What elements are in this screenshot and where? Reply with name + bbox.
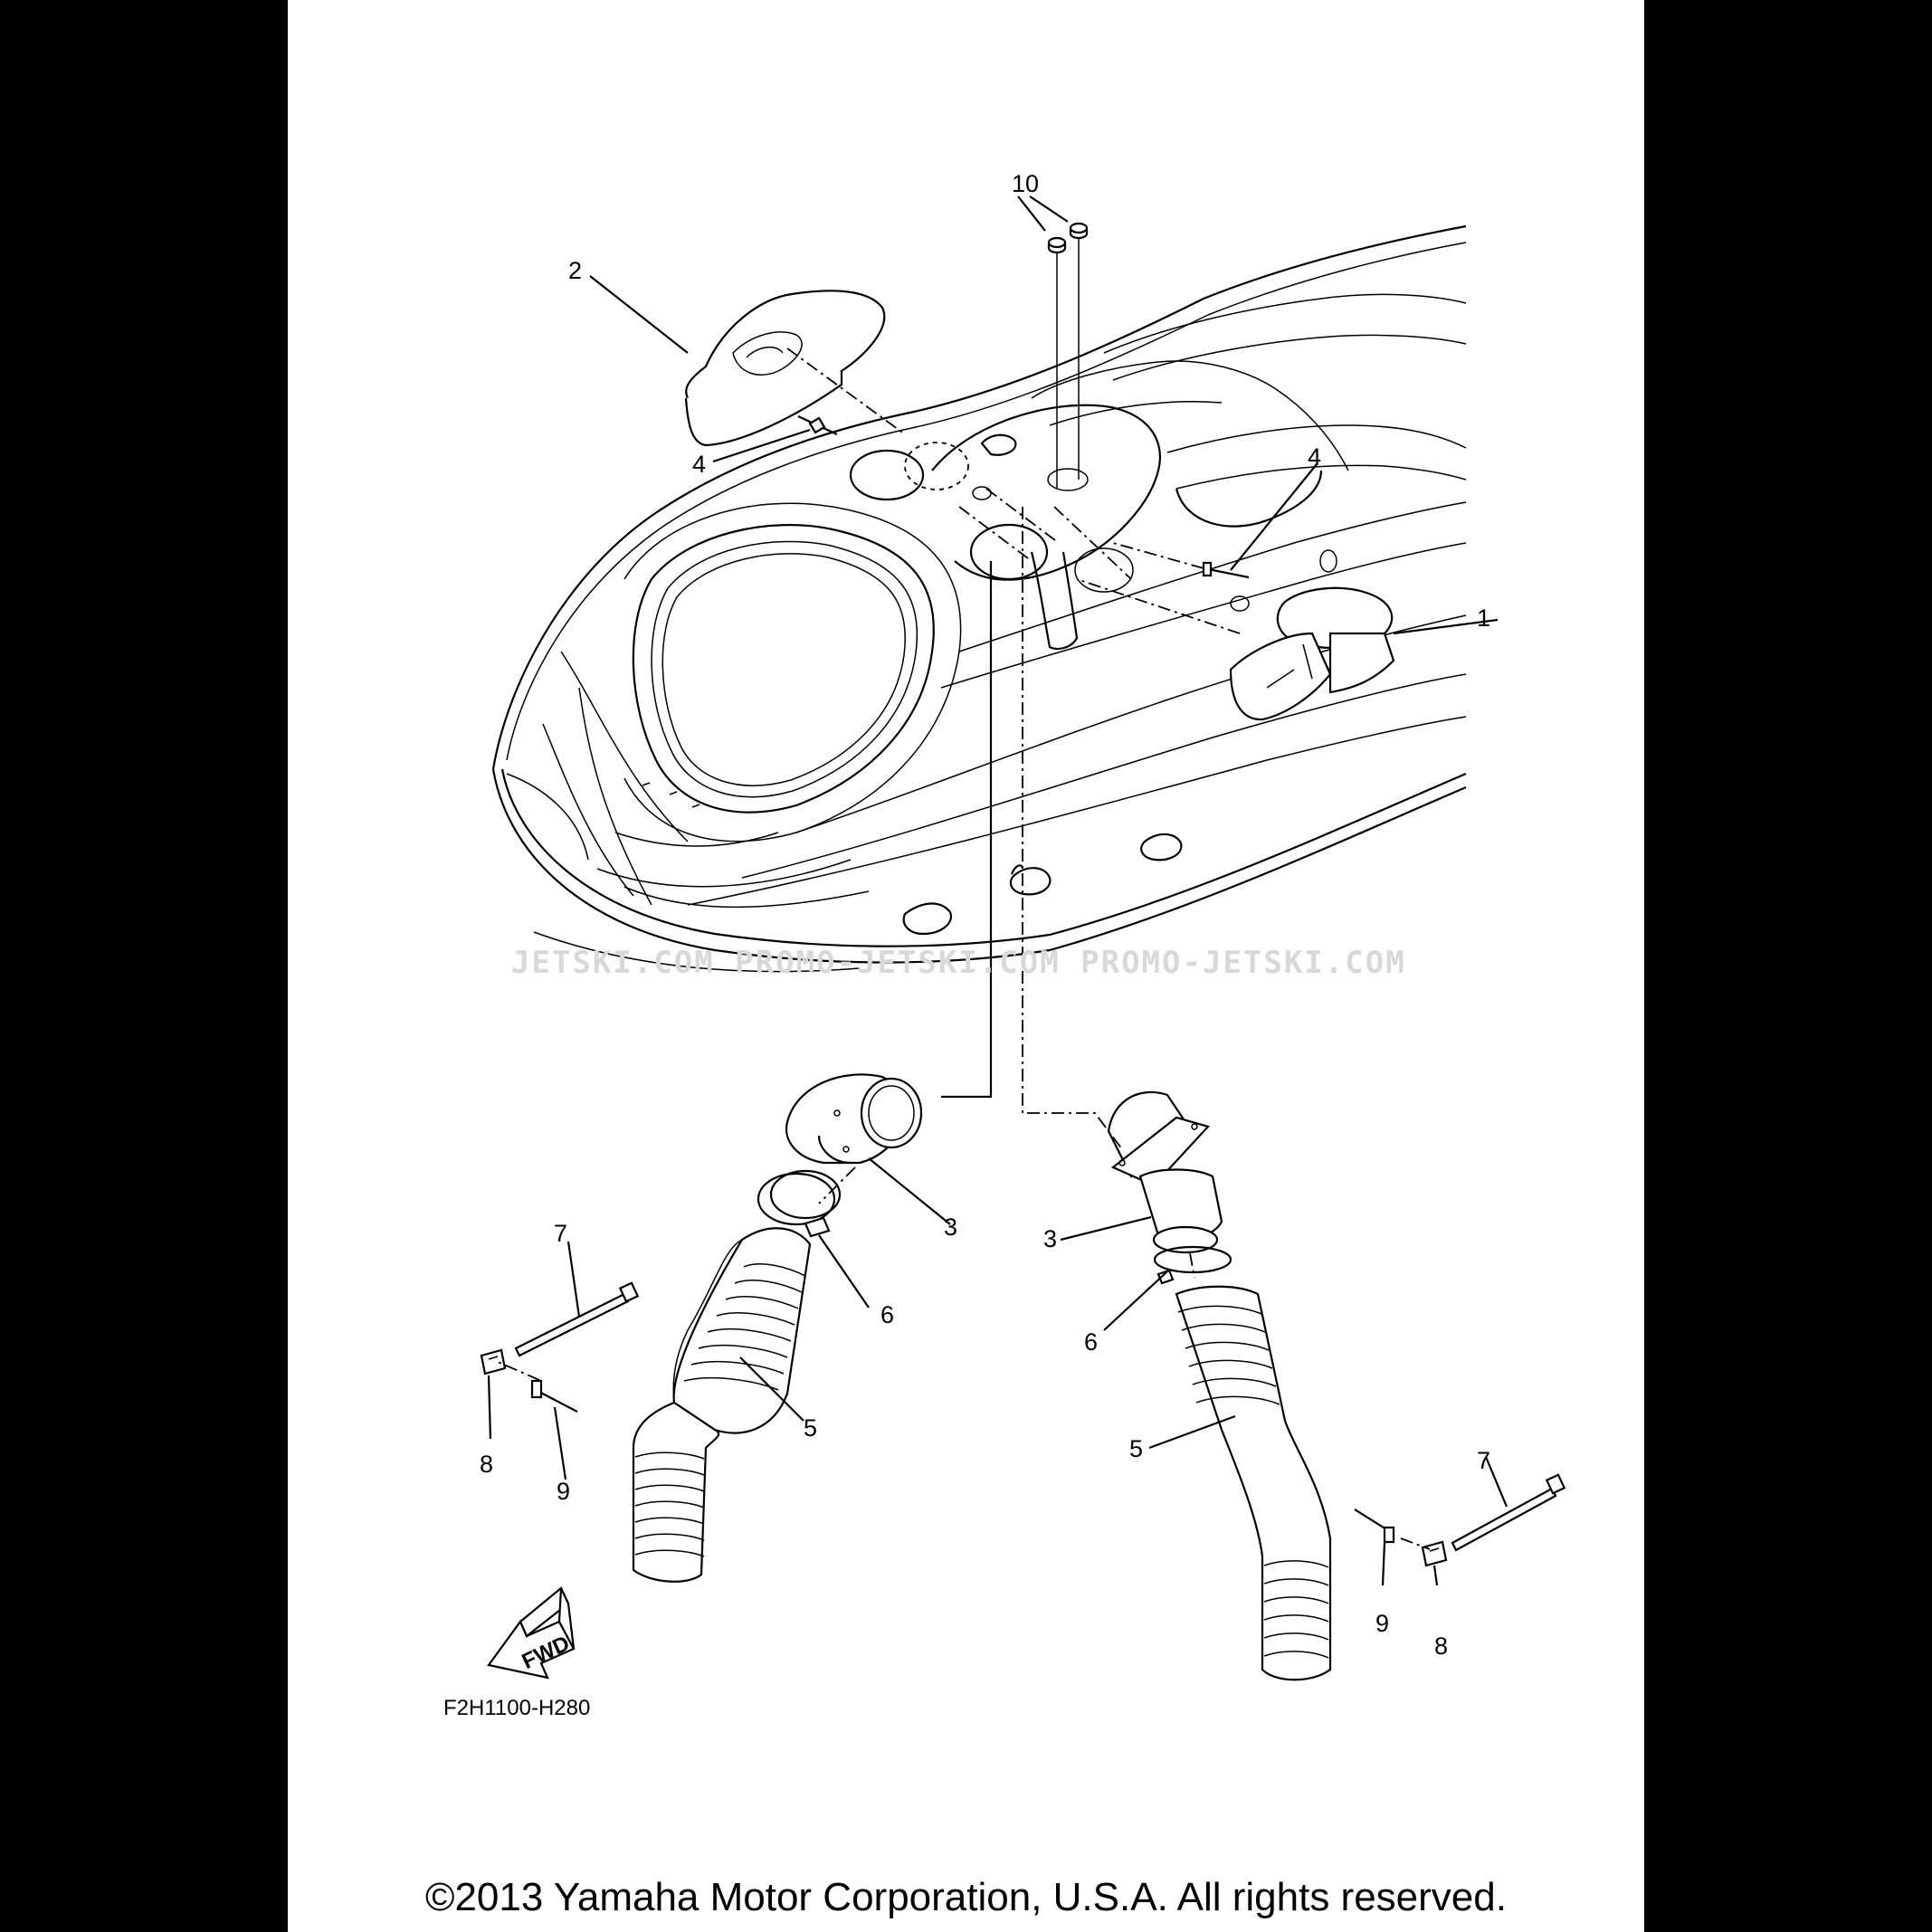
part-7-cable-tie-left [514,1281,640,1357]
part-5-hose-right [1175,1285,1332,1681]
callout-10: 10 [1012,170,1039,197]
part-5-hose-left [632,1227,812,1583]
callout-7-left: 7 [554,1220,567,1247]
part-9-rivet-left [530,1379,578,1413]
callout-6-left: 6 [880,1301,894,1328]
parts-sheet [288,0,1644,1932]
callout-2: 2 [568,257,582,284]
assembly-lines [497,347,1431,1550]
callout-numbers: 1 2 10 4 4 3 3 6 6 5 5 7 7 8 8 9 9 [480,170,1490,1660]
callout-4-left: 4 [692,451,706,478]
callout-3-left: 3 [944,1213,957,1241]
watermark: JETSKI.COM PROMO-JETSKI.COM PROMO-JETSKI… [511,945,1406,981]
callout-9-right: 9 [1375,1610,1389,1637]
jetski-hull-deck [491,224,1467,973]
callout-5-right: 5 [1129,1435,1143,1462]
figure-code: F2H1100-H280 [443,1696,590,1720]
callout-8-right: 8 [1434,1632,1448,1660]
callout-3-right: 3 [1043,1225,1057,1252]
forward-arrow-icon: FWD [487,1586,576,1680]
part-3-duct-left [769,1073,923,1220]
callout-5-left: 5 [804,1414,817,1442]
callout-7-right: 7 [1477,1447,1490,1474]
part-9-rivet-right [1354,1508,1395,1544]
callout-6-right: 6 [1084,1328,1098,1356]
hose-right-ribs [1177,1305,1329,1659]
callout-9-left: 9 [557,1478,570,1505]
part-4-rivet-right [1202,561,1250,579]
part-6-clamp-left [757,1172,836,1238]
hose-left-ribs [634,1263,806,1557]
part-1-cover [1229,586,1395,721]
copyright-notice: ©2013 Yamaha Motor Corporation, U.S.A. A… [425,1875,1507,1919]
part-2-cover [684,290,886,447]
callout-1: 1 [1477,604,1490,632]
part-7-cable-tie-right [1451,1473,1566,1552]
part-10-plugs [1047,222,1089,491]
leader-lines [487,195,1508,1586]
callout-8-left: 8 [480,1451,493,1478]
part-4-rivet-left [797,415,838,435]
part-8-holder-left [480,1348,507,1375]
part-3-duct-right [1107,1090,1223,1254]
callout-4-right: 4 [1308,443,1321,471]
part-8-holder-right [1421,1540,1448,1567]
